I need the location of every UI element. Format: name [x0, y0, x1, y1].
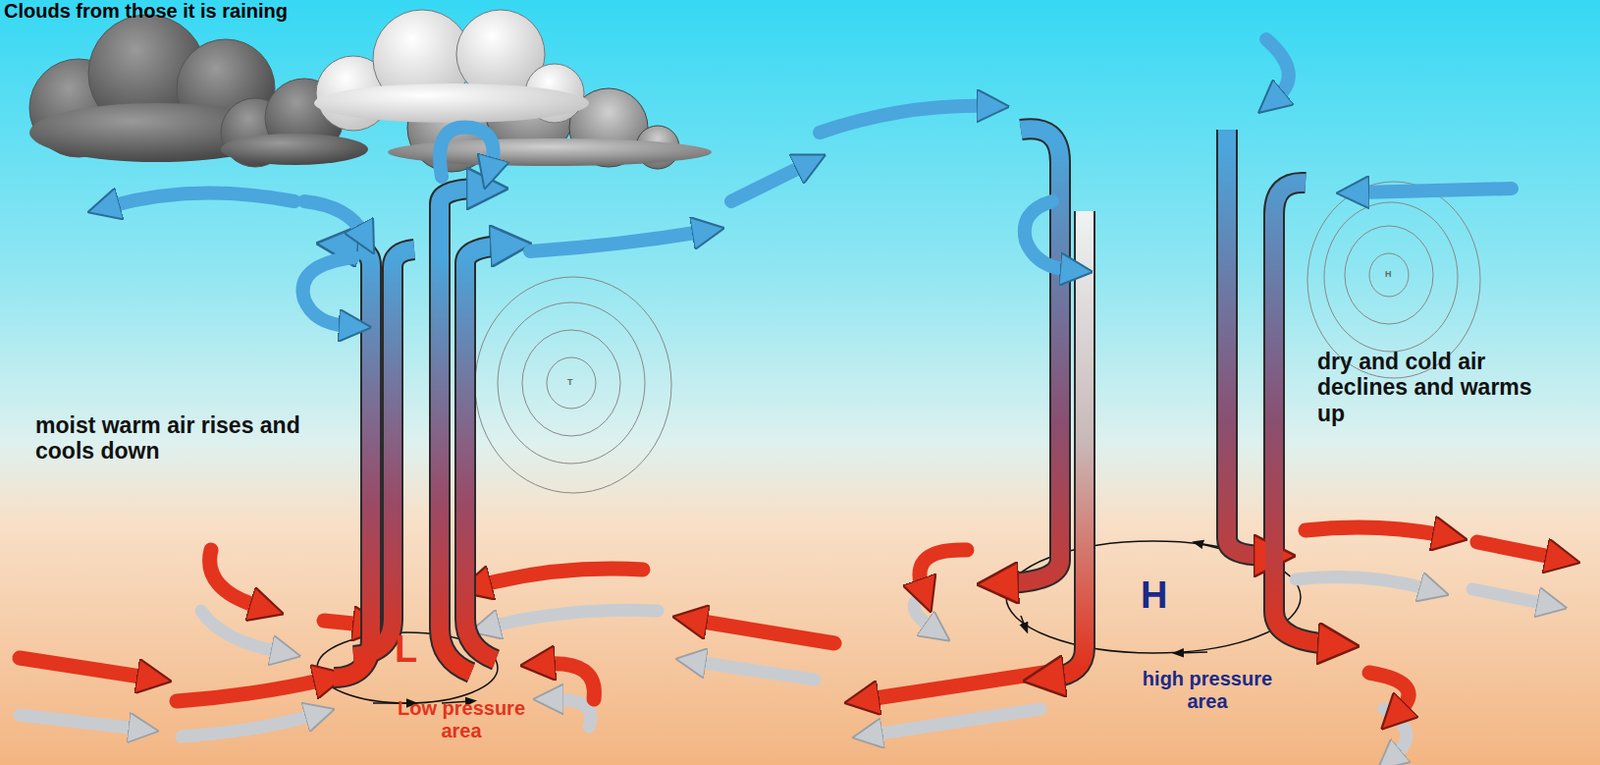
isobars: [475, 181, 1481, 493]
pressure-symbol: H: [1140, 574, 1190, 618]
caption-note: Clouds from those it is raining: [3, 0, 417, 23]
air-column: [333, 128, 1331, 678]
isobar-center-mark: T: [567, 376, 580, 387]
pressure-area-label: Low pressure area: [387, 696, 535, 743]
pressure-area-label: high pressure area: [1133, 667, 1281, 713]
annotation-note: dry and cold air declines and warms up: [1317, 348, 1534, 427]
air-column: [333, 128, 1331, 678]
cloud: [314, 9, 589, 131]
isobar-center-mark: H: [1385, 268, 1397, 279]
surface-wind-arrow: [19, 527, 1556, 712]
annotation-note: moist warm air rises and cools down: [35, 412, 330, 465]
pressure-symbol: L: [394, 628, 434, 672]
upper-air-arrow: [109, 39, 1512, 326]
